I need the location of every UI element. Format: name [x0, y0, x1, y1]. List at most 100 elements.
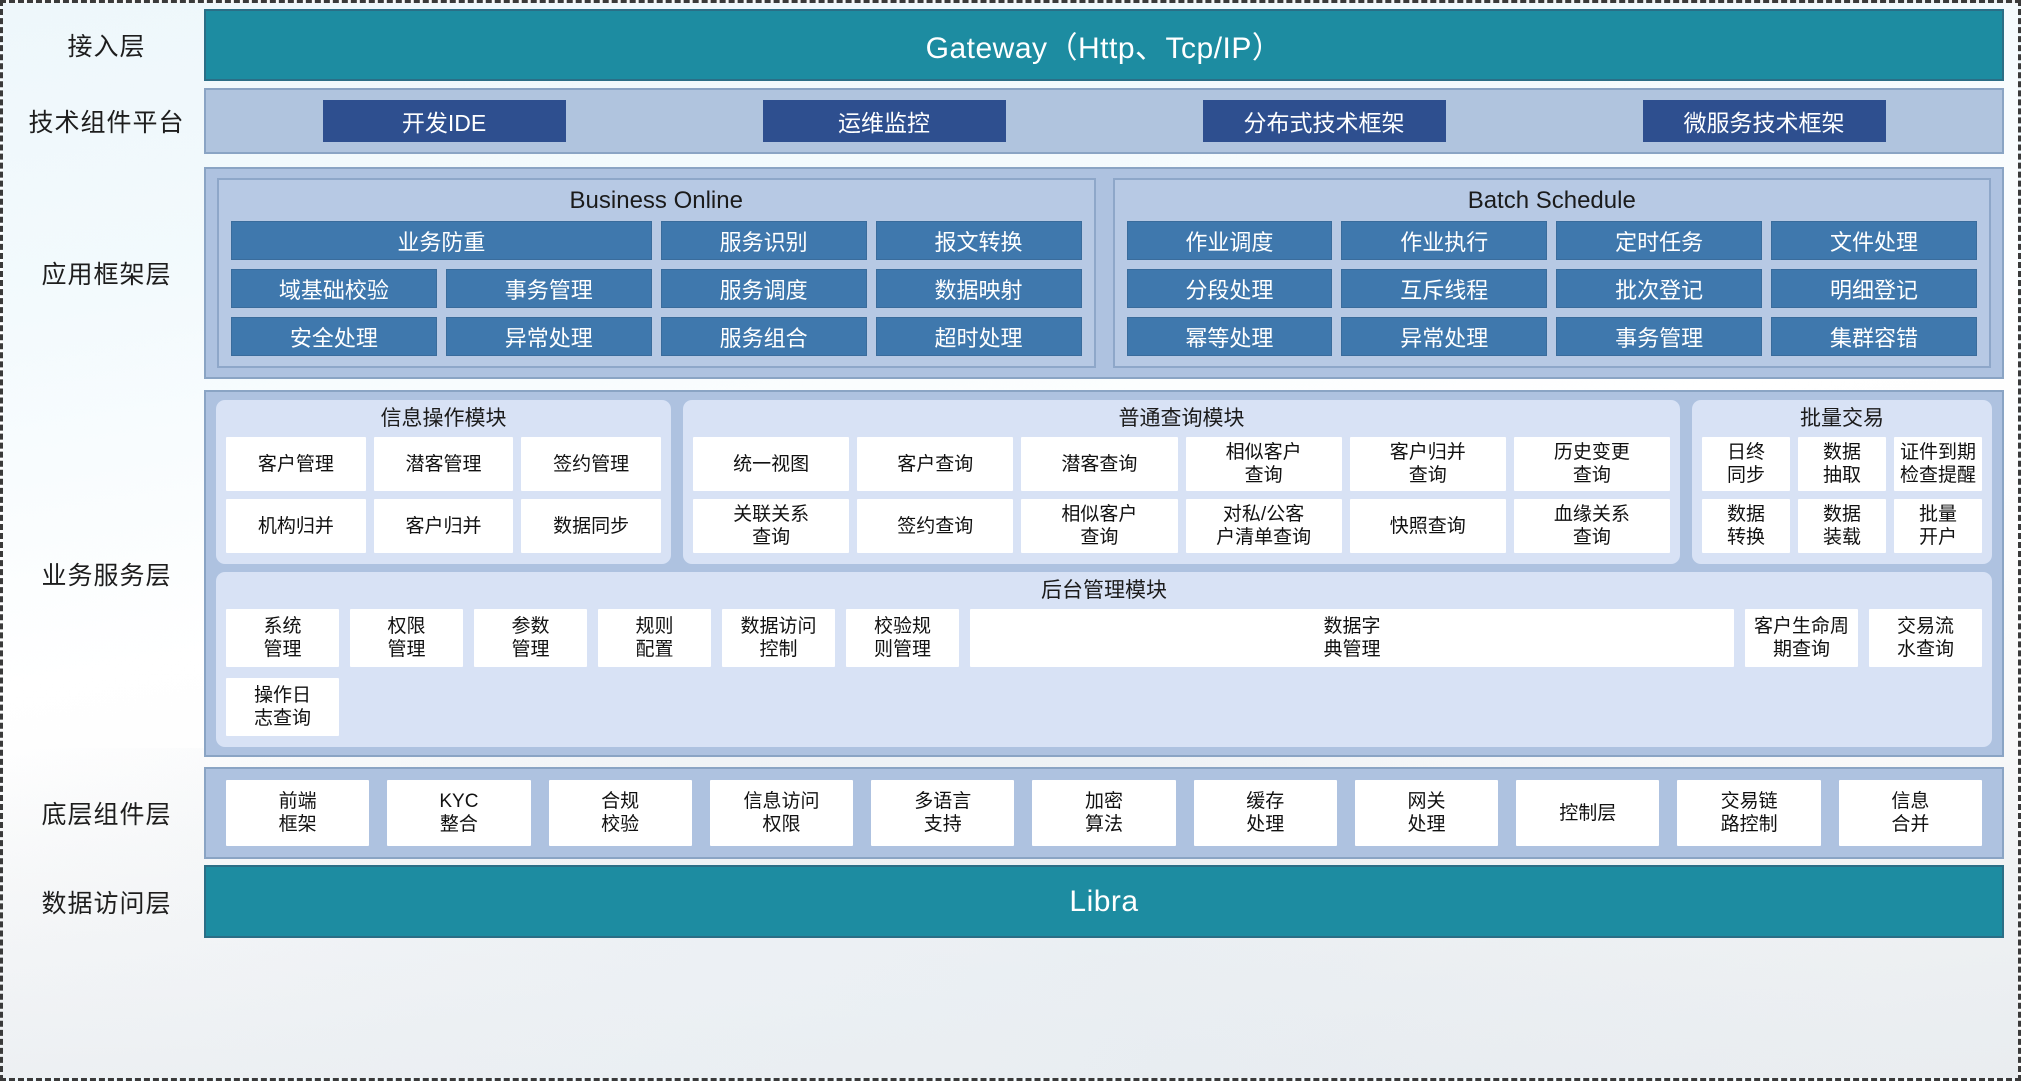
module-cell[interactable]: 客户生命周期查询: [1745, 609, 1858, 667]
base-cell[interactable]: 加密算法: [1032, 780, 1176, 846]
base-cell[interactable]: 控制层: [1516, 780, 1660, 846]
module-cell[interactable]: 数据访问控制: [722, 609, 835, 667]
app-cell[interactable]: 作业执行: [1341, 221, 1548, 260]
app-cell[interactable]: 服务识别: [660, 221, 867, 260]
app-cell[interactable]: 数据映射: [875, 269, 1082, 308]
module-cell[interactable]: 机构归并: [226, 499, 366, 553]
module-cell[interactable]: 客户管理: [226, 437, 366, 491]
module-cell[interactable]: 客户归并: [373, 499, 514, 553]
base-cell[interactable]: 前端框架: [226, 780, 370, 846]
app-cell[interactable]: 报文转换: [875, 221, 1082, 260]
module-cell[interactable]: 证件到期检查提醒: [1894, 437, 1982, 491]
app-cell[interactable]: 安全处理: [231, 317, 437, 356]
module-cell[interactable]: 历史变更查询: [1513, 437, 1670, 491]
module-title-admin: 后台管理模块: [1041, 579, 1167, 602]
module-info-operation: 信息操作模块 客户管理 潜客管理 签约管理 机构归并 客户归并 数据同步: [216, 400, 671, 564]
group-title-batch-schedule: Batch Schedule: [1467, 187, 1636, 214]
module-cell[interactable]: 权限管理: [350, 609, 463, 667]
module-cell[interactable]: 参数管理: [474, 609, 587, 667]
module-cell[interactable]: 数据字典管理: [970, 609, 1734, 667]
layer-row-app-framework: 应用框架层 Business Online 业务防重 服务识别 报文转换 域基础…: [9, 167, 2004, 379]
group-title-business-online: Business Online: [569, 187, 743, 214]
module-cell[interactable]: 血缘关系查询: [1513, 499, 1670, 553]
module-grid-batch-transaction: 日终同步 数据抽取 证件到期检查提醒 数据转换 数据装载 批量开户: [1702, 437, 1982, 553]
module-title-common-query: 普通查询模块: [1118, 407, 1245, 430]
module-cell[interactable]: 批量开户: [1894, 499, 1982, 553]
app-cell[interactable]: 文件处理: [1771, 221, 1977, 260]
app-cell[interactable]: 事务管理: [1556, 317, 1763, 356]
app-cell[interactable]: 作业调度: [1126, 221, 1333, 260]
layer-label-app-framework: 应用框架层: [41, 260, 172, 289]
layer-row-tech-platform: 技术组件平台 开发IDE 运维监控 分布式技术框架 微服务技术框架: [9, 88, 2004, 154]
module-cell[interactable]: 数据同步: [521, 499, 661, 553]
app-cell[interactable]: 集群容错: [1771, 317, 1977, 356]
layer-label-base-component: 底层组件层: [41, 800, 172, 829]
app-cell[interactable]: 超时处理: [875, 317, 1082, 356]
module-cell[interactable]: 统一视图: [693, 437, 850, 491]
app-cell[interactable]: 服务组合: [660, 317, 867, 356]
app-cell[interactable]: 异常处理: [1341, 317, 1548, 356]
app-cell[interactable]: 服务调度: [660, 269, 867, 308]
base-cell[interactable]: 交易链路控制: [1677, 780, 1821, 846]
app-cell[interactable]: 批次登记: [1556, 269, 1763, 308]
module-cell[interactable]: 签约管理: [521, 437, 661, 491]
module-cell[interactable]: 关联关系查询: [693, 499, 850, 553]
module-cell[interactable]: 操作日志查询: [226, 678, 339, 736]
module-cell[interactable]: 系统管理: [226, 609, 339, 667]
app-cell[interactable]: 事务管理: [445, 269, 652, 308]
app-grid-batch-schedule: 作业调度 作业执行 定时任务 文件处理 分段处理 互斥线程 批次登记 明细登记 …: [1126, 221, 1977, 356]
business-service-modules-row: 信息操作模块 客户管理 潜客管理 签约管理 机构归并 客户归并 数据同步 普通查…: [216, 400, 1992, 564]
module-cell[interactable]: 签约查询: [857, 499, 1014, 553]
app-cell[interactable]: 分段处理: [1126, 269, 1333, 308]
tech-chip-distributed-framework[interactable]: 分布式技术框架: [1202, 100, 1446, 142]
tech-platform-body: 开发IDE 运维监控 分布式技术框架 微服务技术框架: [204, 88, 2004, 154]
base-cell[interactable]: 信息访问权限: [709, 780, 854, 846]
business-service-panel: 信息操作模块 客户管理 潜客管理 签约管理 机构归并 客户归并 数据同步 普通查…: [204, 390, 2004, 757]
tech-chip-ops-monitor[interactable]: 运维监控: [762, 100, 1006, 142]
app-cell[interactable]: 互斥线程: [1341, 269, 1548, 308]
module-cell[interactable]: 规则配置: [598, 609, 711, 667]
module-cell[interactable]: 数据装载: [1798, 499, 1886, 553]
module-grid-info-operation: 客户管理 潜客管理 签约管理 机构归并 客户归并 数据同步: [226, 437, 661, 553]
app-group-batch-schedule: Batch Schedule 作业调度 作业执行 定时任务 文件处理 分段处理 …: [1112, 178, 1991, 368]
app-cell[interactable]: 定时任务: [1556, 221, 1763, 260]
module-cell[interactable]: 潜客管理: [373, 437, 514, 491]
module-batch-transaction: 批量交易 日终同步 数据抽取 证件到期检查提醒 数据转换 数据装载 批量开户: [1692, 400, 1992, 564]
module-cell[interactable]: 相似客户查询: [1185, 437, 1342, 491]
module-cell[interactable]: 潜客查询: [1021, 437, 1178, 491]
module-cell[interactable]: 对私/公客户清单查询: [1185, 499, 1342, 553]
module-cell[interactable]: 日终同步: [1702, 437, 1790, 491]
module-grid-common-query: 统一视图 客户查询 潜客查询 相似客户查询 客户归并查询 历史变更查询 关联关系…: [693, 437, 1670, 553]
base-cell[interactable]: 缓存处理: [1193, 780, 1337, 846]
app-cell[interactable]: 幂等处理: [1126, 317, 1333, 356]
app-cell[interactable]: 业务防重: [231, 221, 652, 260]
app-group-business-online: Business Online 业务防重 服务识别 报文转换 域基础校验 事务管…: [217, 178, 1096, 368]
data-access-body: Libra: [204, 865, 2004, 938]
gateway-bar[interactable]: Gateway（Http、Tcp/IP）: [204, 9, 2004, 81]
base-cell[interactable]: 信息合并: [1838, 780, 1982, 846]
base-cell[interactable]: 合规校验: [548, 780, 692, 846]
base-cell[interactable]: 网关处理: [1354, 780, 1499, 846]
module-cell[interactable]: 快照查询: [1349, 499, 1506, 553]
module-cell[interactable]: 交易流水查询: [1869, 609, 1982, 667]
module-cell[interactable]: 客户查询: [857, 437, 1014, 491]
module-cell[interactable]: 相似客户查询: [1021, 499, 1178, 553]
module-cell[interactable]: 客户归并查询: [1349, 437, 1506, 491]
app-cell[interactable]: 域基础校验: [231, 269, 437, 308]
base-cell[interactable]: 多语言支持: [871, 780, 1015, 846]
app-cell[interactable]: 明细登记: [1771, 269, 1977, 308]
module-cell[interactable]: 数据抽取: [1798, 437, 1886, 491]
module-cell[interactable]: 数据转换: [1702, 499, 1790, 553]
app-cell[interactable]: 异常处理: [445, 317, 652, 356]
tech-chip-ide[interactable]: 开发IDE: [322, 100, 566, 142]
libra-bar[interactable]: Libra: [204, 865, 2004, 938]
layer-label-access: 接入层: [67, 32, 146, 61]
tech-chip-microservice-framework[interactable]: 微服务技术框架: [1642, 100, 1886, 142]
layer-row-data-access: 数据访问层 Libra: [9, 865, 2004, 938]
module-cell[interactable]: 校验规则管理: [846, 609, 959, 667]
module-grid-admin: 系统管理 权限管理 参数管理 规则配置 数据访问控制 校验规则管理 数据字典管理…: [226, 609, 1982, 736]
